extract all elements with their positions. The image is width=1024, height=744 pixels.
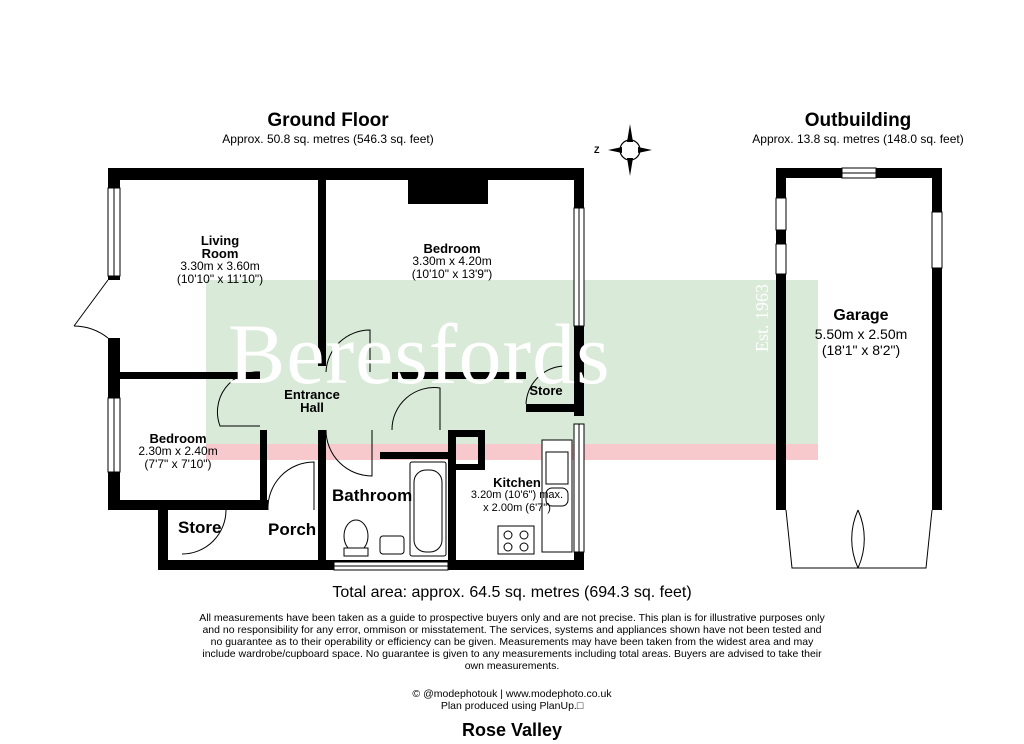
kitchen-label: Kitchen 3.20m (10'6") max. x 2.00m (6'7"…: [462, 476, 572, 515]
credits: © @modephotouk | www.modephoto.co.uk Pla…: [362, 688, 662, 712]
kitchen-name: Kitchen: [493, 475, 541, 490]
outbuilding-area: Approx. 13.8 sq. metres (148.0 sq. feet): [752, 132, 964, 146]
kitchen-line-1: 3.20m (10'6") max.: [470, 489, 564, 501]
garage-imperial: (18'1" x 8'2"): [821, 342, 901, 358]
compass-rose-icon: [608, 124, 652, 176]
entrance-hall-label: Entrance Hall: [262, 388, 362, 414]
entrance-hall-name-1: Entrance: [284, 387, 340, 402]
ground-floor-title: Ground Floor: [267, 110, 389, 131]
watermark-stripe: [206, 444, 818, 460]
property-name: Rose Valley: [461, 720, 563, 740]
bedroom-1-metric: 3.30m x 4.20m: [412, 254, 492, 268]
kitchen-fixtures: [497, 439, 573, 555]
living-room-metric: 3.30m x 3.60m: [180, 259, 260, 273]
garage-label: Garage 5.50m x 2.50m (18'1" x 8'2"): [806, 306, 916, 358]
bedroom-1-name: Bedroom: [423, 241, 481, 256]
entrance-hall-name-2: Hall: [300, 400, 324, 415]
disclaimer-line-2: and no responsibility for any error, omm…: [202, 624, 822, 636]
disclaimer-line-3: no guarantee as to their operability or …: [210, 636, 814, 648]
bedroom-1-imperial: (10'10" x 13'9"): [411, 267, 493, 281]
kitchen-line-2: x 2.00m (6'7"): [483, 502, 551, 514]
bathroom-label: Bathroom: [332, 486, 413, 505]
disclaimer: All measurements have been taken as a gu…: [162, 612, 862, 672]
door-swings: [73, 279, 565, 555]
credits-line-2: Plan produced using PlanUp.□: [440, 700, 584, 712]
garage-metric: 5.50m x 2.50m: [814, 326, 908, 342]
store-1-label: Store: [529, 383, 563, 398]
bedroom-2-label: Bedroom 2.30m x 2.40m (7'7" x 7'10"): [128, 432, 228, 471]
watermark-brand: Beresfords: [228, 306, 611, 402]
outbuilding-title: Outbuilding: [804, 110, 912, 131]
bedroom-2-name: Bedroom: [149, 431, 207, 446]
disclaimer-line-1: All measurements have been taken as a gu…: [199, 612, 825, 624]
living-room-name-2: Room: [201, 246, 239, 261]
garage-doors: [785, 509, 933, 569]
watermark-est: Est. 1963: [752, 283, 772, 352]
watermark-band: [206, 280, 818, 444]
total-area: Total area: approx. 64.5 sq. metres (694…: [332, 584, 692, 601]
living-room-label: Living Room 3.30m x 3.60m (10'10" x 11'1…: [150, 234, 290, 286]
store-2-label: Store: [178, 518, 222, 537]
ground-floor-windows: [107, 187, 585, 571]
garage-windows: [775, 167, 943, 275]
disclaimer-line-4: include wardrobe/cupboard space. No guar…: [202, 648, 822, 660]
living-room-imperial: (10'10" x 11'10"): [176, 272, 264, 286]
porch-label: Porch: [268, 520, 317, 539]
compass-label: Z: [594, 145, 600, 155]
bedroom-2-metric: 2.30m x 2.40m: [138, 444, 218, 458]
living-room-name-1: Living: [200, 233, 240, 248]
disclaimer-line-5: own measurements.: [464, 660, 560, 672]
bedroom-2-imperial: (7'7" x 7'10"): [144, 457, 212, 471]
credits-line-1: © @modephotouk | www.modephoto.co.uk: [412, 688, 612, 700]
bedroom-1-label: Bedroom 3.30m x 4.20m (10'10" x 13'9"): [382, 242, 522, 281]
ground-floor-area: Approx. 50.8 sq. metres (546.3 sq. feet): [222, 132, 434, 146]
garage-name: Garage: [833, 307, 889, 324]
bathroom-fixtures: [343, 461, 447, 557]
